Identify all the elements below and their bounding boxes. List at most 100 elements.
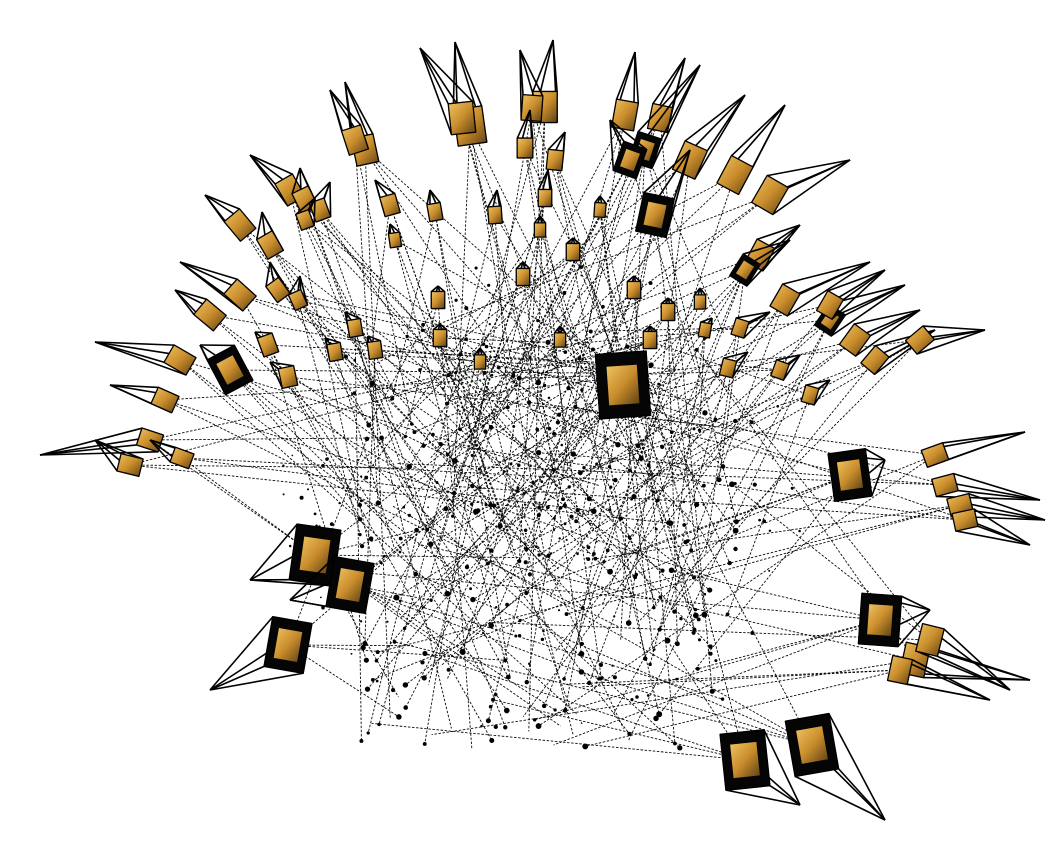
camera-frustum bbox=[730, 311, 771, 339]
scene-point bbox=[750, 630, 755, 636]
scene-point bbox=[672, 609, 677, 614]
scene-point bbox=[597, 677, 601, 681]
scene-point bbox=[350, 495, 353, 498]
frustum-edge bbox=[767, 159, 851, 177]
frustum-edge bbox=[269, 361, 284, 389]
thumbnail-figure bbox=[216, 355, 244, 385]
ray-line bbox=[364, 149, 697, 528]
camera-frustum bbox=[324, 337, 344, 363]
scene-point bbox=[325, 457, 329, 461]
scene-point bbox=[702, 483, 706, 488]
ray-line bbox=[239, 224, 466, 577]
ray-line bbox=[446, 276, 524, 404]
camera-frustum bbox=[533, 215, 547, 238]
scene-point bbox=[431, 432, 435, 437]
scene-point bbox=[651, 588, 654, 591]
scene-point bbox=[398, 536, 403, 541]
scene-point bbox=[588, 329, 593, 334]
scene-point bbox=[422, 606, 425, 609]
ray-line bbox=[550, 269, 746, 596]
scene-point bbox=[553, 708, 557, 712]
ray-line bbox=[405, 339, 856, 686]
scene-point bbox=[444, 590, 451, 597]
scene-point bbox=[580, 388, 584, 392]
image-thumbnail bbox=[718, 357, 738, 379]
frustum-edge bbox=[651, 64, 701, 169]
scene-point bbox=[458, 427, 463, 432]
scene-point bbox=[509, 462, 513, 466]
scene-point bbox=[488, 322, 491, 326]
ray-line bbox=[595, 504, 961, 560]
scene-point bbox=[625, 620, 632, 626]
ray-line bbox=[229, 369, 361, 520]
scene-point bbox=[733, 418, 738, 424]
scene-point bbox=[512, 630, 515, 632]
thumbnail-figure bbox=[796, 726, 828, 764]
scene-point bbox=[390, 396, 395, 401]
ray-line bbox=[494, 214, 509, 408]
frustum-edge bbox=[209, 616, 274, 691]
scene-point bbox=[692, 427, 696, 431]
scene-point bbox=[752, 482, 757, 487]
ray-line bbox=[354, 139, 413, 425]
camera-frustum bbox=[515, 261, 531, 287]
ray-line bbox=[354, 327, 362, 741]
frustum-edge bbox=[736, 311, 771, 319]
image-thumbnail bbox=[379, 192, 401, 218]
ray-line bbox=[367, 214, 496, 734]
scene-point bbox=[567, 485, 571, 489]
ray-line bbox=[439, 337, 549, 343]
scene-point bbox=[528, 662, 531, 665]
scene-point bbox=[708, 644, 713, 649]
frustum-edge bbox=[723, 351, 749, 360]
ray-line bbox=[287, 376, 714, 427]
scene-point bbox=[586, 496, 592, 502]
ray-line bbox=[418, 543, 916, 661]
thumbnail-figure bbox=[273, 628, 303, 662]
image-thumbnail bbox=[694, 294, 706, 310]
camera-frustum bbox=[904, 325, 986, 355]
scene-point bbox=[602, 560, 606, 564]
frustum-edge bbox=[419, 47, 450, 105]
scene-point bbox=[475, 508, 481, 514]
frustum-edge bbox=[344, 311, 361, 320]
image-thumbnail bbox=[295, 209, 315, 231]
scene-point bbox=[366, 731, 370, 735]
ray-line bbox=[599, 209, 655, 657]
ray-line bbox=[649, 367, 729, 665]
scene-point bbox=[537, 553, 541, 557]
camera-frustum bbox=[594, 350, 652, 420]
scene-point bbox=[406, 463, 413, 470]
scene-point bbox=[570, 451, 577, 457]
image-thumbnail bbox=[487, 205, 503, 225]
ray-line bbox=[319, 209, 636, 578]
thumbnail-figure bbox=[620, 148, 640, 172]
scene-point bbox=[409, 536, 412, 539]
scene-point bbox=[402, 626, 407, 631]
ray-line bbox=[314, 411, 494, 556]
scene-point bbox=[505, 602, 510, 607]
scene-point bbox=[407, 513, 412, 518]
scene-point bbox=[691, 575, 696, 580]
scene-point bbox=[552, 516, 556, 520]
scene-point bbox=[776, 404, 780, 408]
image-thumbnail bbox=[534, 222, 546, 238]
image-thumbnail bbox=[730, 317, 750, 339]
ray-line bbox=[179, 359, 600, 487]
camera-frustum bbox=[660, 297, 676, 322]
scene-point bbox=[446, 499, 449, 502]
scene-point bbox=[481, 631, 485, 635]
ray-line bbox=[377, 504, 961, 653]
ray-line bbox=[437, 299, 473, 750]
camera-frustum bbox=[593, 195, 607, 219]
scene-point bbox=[682, 500, 686, 504]
scene-point bbox=[694, 502, 700, 508]
camera-frustum bbox=[719, 729, 801, 806]
camera-frustum bbox=[915, 622, 1011, 691]
camera-frustum bbox=[769, 261, 871, 317]
scene-point bbox=[505, 405, 510, 410]
scene-point bbox=[366, 422, 372, 428]
frustum-edge bbox=[254, 331, 272, 334]
ray-line bbox=[685, 474, 851, 543]
scene-point bbox=[470, 596, 476, 603]
